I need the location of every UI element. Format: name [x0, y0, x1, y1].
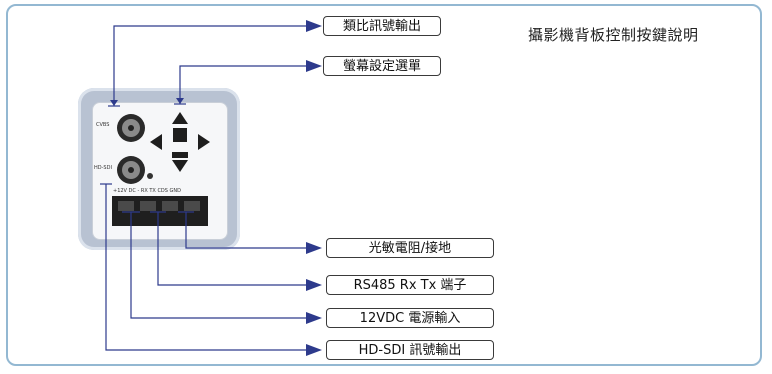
- terminal-block: [112, 196, 208, 226]
- diagram-title: 攝影機背板控制按鍵說明: [528, 26, 699, 44]
- hdsdi-port-label: HD-SDI: [94, 165, 112, 171]
- arrow-heads: [110, 20, 322, 356]
- arrow-icon: [306, 20, 322, 32]
- label-hdsdi-output: HD-SDI 訊號輸出: [326, 340, 494, 360]
- arrow-icon: [306, 242, 322, 254]
- arrow-icon: [306, 344, 322, 356]
- arrow-icon: [306, 60, 322, 72]
- led-indicator: [147, 173, 153, 179]
- label-analog-output: 類比訊號輸出: [323, 16, 441, 36]
- cvbs-bnc-connector: [117, 114, 145, 142]
- arrow-icon: [306, 279, 322, 291]
- arrow-icon: [110, 100, 118, 106]
- label-rs485: RS485 Rx Tx 端子: [326, 275, 494, 295]
- arrow-icon: [176, 98, 184, 104]
- cvbs-port-label: CVBS: [96, 122, 110, 128]
- osd-keypad: [150, 112, 210, 172]
- terminal-labels: +12V DC - RX TX CDS GND: [113, 188, 182, 194]
- label-power-input: 12VDC 電源輸入: [326, 308, 494, 328]
- label-osd-menu: 螢幕設定選單: [323, 56, 441, 76]
- arrow-icon: [306, 312, 322, 324]
- label-cds-gnd: 光敏電阻/接地: [326, 238, 494, 258]
- hdsdi-bnc-connector: [117, 156, 145, 184]
